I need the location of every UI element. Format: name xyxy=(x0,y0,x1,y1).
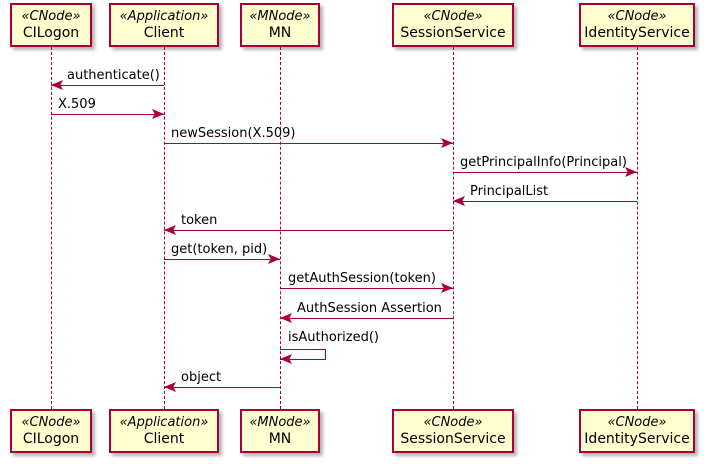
arrow-left-icon xyxy=(280,313,292,323)
participant-client-top: «Application» Client xyxy=(109,3,219,47)
participant-name: CILogon xyxy=(22,24,80,41)
message-line-token xyxy=(164,230,453,231)
arrow-left-icon xyxy=(51,80,63,90)
arrow-right-icon xyxy=(441,138,453,148)
lifeline-identityservice xyxy=(636,47,638,409)
arrow-right-icon xyxy=(152,109,164,119)
participant-cilogon-bottom: «CNode» CILogon xyxy=(10,409,92,453)
participant-stereotype: «Application» xyxy=(119,414,209,430)
selfcall-top-line xyxy=(280,349,326,350)
message-label-newsession: newSession(X.509) xyxy=(171,126,296,141)
arrow-right-icon xyxy=(441,283,453,293)
participant-name: Client xyxy=(143,430,185,447)
arrow-right-icon xyxy=(625,167,637,177)
message-label-getauthsession: getAuthSession(token) xyxy=(288,271,436,286)
participant-name: IdentityService xyxy=(584,430,690,447)
message-line-authenticate xyxy=(51,85,164,86)
participant-sessionservice-top: «CNode» SessionService xyxy=(392,3,514,47)
participant-stereotype: «MNode» xyxy=(249,8,311,24)
message-line-getprincipalinfo xyxy=(453,172,637,173)
message-label-authenticate: authenticate() xyxy=(67,68,160,83)
message-label-principallist: PrincipalList xyxy=(470,184,549,199)
lifeline-client xyxy=(163,47,165,409)
message-line-newsession xyxy=(164,143,453,144)
participant-stereotype: «MNode» xyxy=(249,414,311,430)
participant-stereotype: «CNode» xyxy=(21,8,81,24)
arrow-left-icon xyxy=(164,382,176,392)
participant-name: SessionService xyxy=(400,430,506,447)
message-line-principallist xyxy=(453,201,637,202)
arrow-left-icon xyxy=(453,196,465,206)
arrow-right-icon xyxy=(268,254,280,264)
participant-name: SessionService xyxy=(400,24,506,41)
message-label-isauthorized: isAuthorized() xyxy=(288,330,379,345)
message-line-authsession-assertion xyxy=(280,318,453,319)
participant-mn-top: «MNode» MN xyxy=(240,3,320,47)
lifeline-mn xyxy=(279,47,281,409)
arrow-left-icon xyxy=(280,354,292,364)
participant-client-bottom: «Application» Client xyxy=(109,409,219,453)
selfcall-right-line xyxy=(325,349,326,360)
message-line-x509 xyxy=(51,114,164,115)
participant-identityservice-bottom: «CNode» IdentityService xyxy=(579,409,695,453)
participant-name: IdentityService xyxy=(584,24,690,41)
lifeline-sessionservice xyxy=(452,47,454,409)
participant-stereotype: «CNode» xyxy=(607,8,667,24)
message-label-get: get(token, pid) xyxy=(171,242,268,257)
message-label-token: token xyxy=(181,213,218,228)
participant-name: MN xyxy=(268,24,292,41)
participant-name: MN xyxy=(268,430,292,447)
participant-stereotype: «CNode» xyxy=(423,8,483,24)
participant-stereotype: «CNode» xyxy=(607,414,667,430)
participant-sessionservice-bottom: «CNode» SessionService xyxy=(392,409,514,453)
participant-stereotype: «CNode» xyxy=(423,414,483,430)
participant-cilogon-top: «CNode» CILogon xyxy=(10,3,92,47)
arrow-left-icon xyxy=(164,225,176,235)
message-line-object xyxy=(164,387,280,388)
participant-identityservice-top: «CNode» IdentityService xyxy=(579,3,695,47)
message-line-get xyxy=(164,259,280,260)
selfcall-bottom-line xyxy=(280,359,326,360)
message-label-object: object xyxy=(181,370,222,385)
message-label-authsession-assertion: AuthSession Assertion xyxy=(297,301,442,316)
message-label-getprincipalinfo: getPrincipalInfo(Principal) xyxy=(460,155,627,170)
lifeline-cilogon xyxy=(50,47,52,409)
participant-name: CILogon xyxy=(22,430,80,447)
participant-stereotype: «CNode» xyxy=(21,414,81,430)
participant-name: Client xyxy=(143,24,185,41)
participant-stereotype: «Application» xyxy=(119,8,209,24)
message-label-x509: X.509 xyxy=(58,97,96,112)
participant-mn-bottom: «MNode» MN xyxy=(240,409,320,453)
message-line-getauthsession xyxy=(280,288,453,289)
